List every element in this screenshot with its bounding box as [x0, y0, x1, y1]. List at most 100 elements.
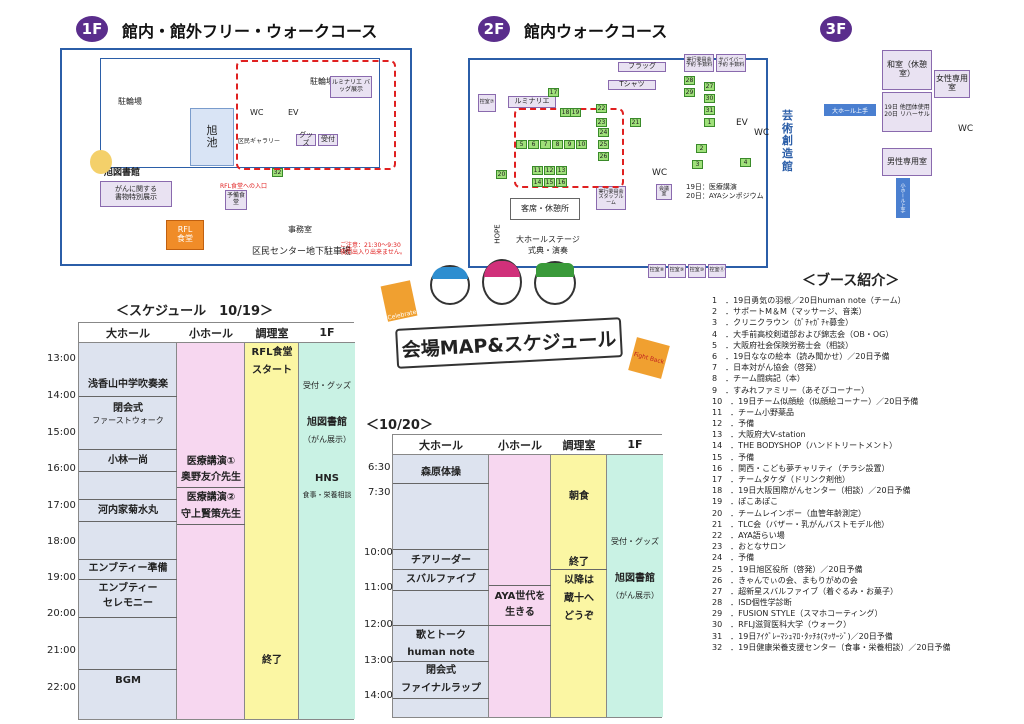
sched19-time: 13:00: [47, 353, 76, 364]
booth-marker: 2: [696, 144, 707, 153]
sched19-event: 終了: [262, 655, 282, 666]
booth-list-item: 21 ．TLC会（バザー・乳がんバストモデル他）: [712, 519, 890, 529]
label-stage-2: 式典・演奏: [528, 246, 568, 255]
sched20-event: human note: [407, 647, 475, 658]
tshirt-booth: Tシャツ: [608, 80, 656, 90]
sched20-time: 14:00: [364, 690, 393, 701]
booth-marker: 25: [598, 140, 609, 149]
label-ev-2f: EV: [736, 118, 748, 128]
walk-route-1f: [236, 60, 396, 170]
sched20-time: 10:00: [364, 547, 393, 558]
sched20-header-cook: 調理室: [551, 435, 607, 455]
booth-list-item: 2 ．サポートM＆M（マッサージ、音楽）: [712, 307, 867, 317]
booth-marker: 19: [570, 108, 581, 117]
sched20-event: （がん展示）: [611, 591, 659, 600]
sched20-event: AYA世代を: [494, 591, 546, 602]
sched20-header-1f: 1F: [607, 435, 663, 455]
sched19-event: RFL食堂: [251, 347, 293, 358]
sched19-event: 小林一尚: [108, 455, 148, 466]
sched20-event: 蔵十へ: [564, 593, 594, 604]
reader-icon: [90, 150, 112, 174]
booth-list-item: 32 ．19日健康栄養支援センター（食事・栄養相談）／20日予備: [712, 642, 951, 652]
booth-marker: 1: [704, 118, 715, 127]
booth-list-item: 16 ．関西・こども夢チャリティ（チラシ設置）: [712, 463, 890, 473]
sched20-event: 旭図書館: [615, 573, 655, 584]
room-8: 控室⑧: [648, 264, 666, 278]
sched19-time: 21:00: [47, 645, 76, 656]
label-underground-parking: 区民センター地下駐車場: [252, 247, 352, 257]
room-7: 控室⑦: [478, 94, 496, 112]
celebrate-bag-icon: Celebrate: [380, 280, 418, 322]
aya-label-2: 20日：AYAシンポジウム: [686, 192, 764, 200]
booth-marker: 14: [532, 178, 543, 187]
map-3f: 和室（休憩室） 19日 他団体使用 20日 リハーサル 女性専用室 男性専用室 …: [820, 48, 1020, 228]
floor-title-2f: 館内ウォークコース: [524, 22, 668, 41]
room-11: 控室⑪: [708, 264, 726, 278]
fight-back-bag-icon: Fight Back: [628, 337, 670, 379]
sched20-event: 受付・グッズ: [611, 537, 659, 546]
label-parking-2: 駐輪場: [310, 77, 334, 86]
sched20-time: 11:00: [364, 582, 393, 593]
booths-heading: ＜ブース紹介＞: [802, 273, 900, 289]
booth-list-item: 19 ．ぽこあぽこ: [712, 497, 779, 507]
booth-list-item: 9 ．すみれファミリー（あそびコーナー）: [712, 385, 870, 395]
sched19-event: 医療講演①: [186, 456, 236, 467]
label-hope: HOPE: [493, 224, 502, 244]
sched19-event: 医療講演②: [186, 492, 236, 503]
sched19-event: HNS: [315, 473, 339, 484]
booth-marker: 30: [704, 94, 715, 103]
sched20-event: 閉会式: [426, 665, 456, 676]
booth-list-item: 3 ．クリニクラウン（ｶﾞﾁｬｶﾞﾁｬ募金）: [712, 318, 854, 328]
sched20-event: どうぞ: [564, 611, 594, 622]
sched20-event: スバルファイブ: [406, 574, 476, 585]
sched20-time: 13:00: [364, 655, 393, 666]
sched19-event: ファーストウォーク: [92, 416, 164, 425]
booth-marker: 20: [496, 170, 507, 179]
arrow-to-small-hall: 小ホール上手: [896, 178, 910, 218]
booth-list-item: 26 ．きゃんでぃの会、まもりがめの会: [712, 575, 858, 585]
booth-list-item: 25 ．19日旭区役所（啓発）／20日予備: [712, 564, 863, 574]
cancer-book-label-2: 書物特別展示: [115, 193, 157, 201]
sched20-event: 朝食: [569, 491, 589, 502]
room-10: 控室⑩: [688, 264, 706, 278]
label-library: 旭図書館: [104, 168, 141, 178]
pond-label-2: 池: [206, 136, 218, 149]
sched19-time: 18:00: [47, 536, 76, 547]
booth-marker: 11: [532, 166, 543, 175]
label-parking-1: 駐輪場: [118, 97, 142, 106]
audience-rest-area: 客席・休憩所: [510, 198, 580, 220]
sched20-time: 12:00: [364, 619, 393, 630]
luminarie-display: ルミナリエ バッグ展示: [330, 76, 372, 98]
booth-marker: 27: [704, 82, 715, 91]
sched20-event: 以降は: [564, 575, 594, 586]
booth-marker: 8: [552, 140, 563, 149]
sched19-event: セレモニー: [103, 598, 153, 609]
survivor-counter: サバイバー 予約 手数料: [716, 54, 746, 72]
booth-marker: 21: [630, 118, 641, 127]
sched19-event: 受付・グッズ: [303, 381, 351, 390]
booth-list-item: 1 ．19日勇気の羽根／20日human note（チーム）: [712, 296, 906, 305]
booth-marker: 3: [692, 160, 703, 169]
sched19-event: 食事・栄養相談: [302, 491, 352, 499]
sched20-col-big: [393, 435, 489, 717]
booth-marker: 22: [596, 104, 607, 113]
floor-title-1f: 館内・館外フリー・ウォークコース: [122, 22, 378, 41]
reception-booth: 受付: [318, 134, 338, 146]
schedule-20-heading: ＜10/20＞: [366, 418, 433, 433]
female-room: 女性専用室: [934, 70, 970, 98]
sched19-header-1f: 1F: [299, 323, 355, 343]
sched20-event: 森原体操: [421, 467, 461, 478]
sched19-time: 19:00: [47, 572, 76, 583]
booth-marker: 31: [704, 106, 715, 115]
booth-list-item: 11 ．チーム小野薬品: [712, 407, 794, 417]
booth-list-item: 12 ．予備: [712, 419, 755, 429]
sched19-event: 河内家菊水丸: [98, 505, 158, 516]
sched19-col-1f: [299, 323, 355, 719]
sched20-header-small: 小ホール: [489, 435, 551, 455]
booth-list-item: 13 ．大阪府大V-station: [712, 430, 806, 440]
schedule-19-table: 大ホール 小ホール 調理室 1F 浅香山中学吹奏楽 閉会式 ファーストウォーク …: [78, 322, 355, 720]
sched19-event: 守上賢策先生: [181, 509, 241, 520]
sched20-col-cook: [551, 435, 607, 717]
sched19-time: 15:00: [47, 427, 76, 438]
center-illustration: Celebrate 会場MAP&スケジュール Fight Back: [370, 255, 670, 405]
